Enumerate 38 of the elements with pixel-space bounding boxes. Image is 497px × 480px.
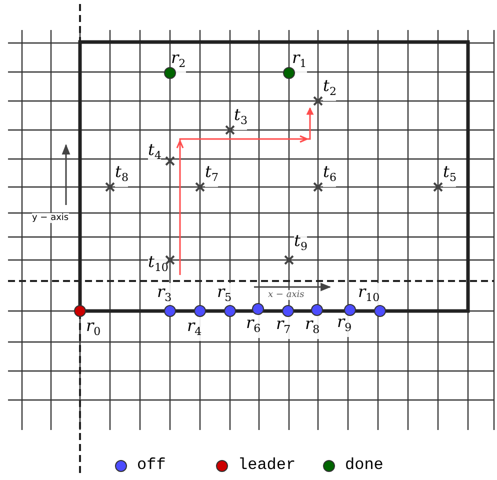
legend-label: leader [238,456,296,474]
task-label: t$_{5}$ [443,163,456,187]
task-label: t$_{2}$ [323,77,336,101]
node-label: t$_{3}$ [234,105,248,127]
axis-label: y − axis [32,213,69,223]
task-label: t$_{6}$ [323,163,336,187]
robot-label: r$_{3}$ [157,283,172,307]
node-label: t$_{4}$ [148,140,162,162]
node-label: r$_{5}$ [217,282,232,304]
node-label: r$_{4}$ [187,316,202,338]
node-label: t$_{8}$ [115,162,128,184]
node-label: t$_{5}$ [443,162,456,184]
robot-label: r$_{9}$ [337,313,352,337]
node-label: r$_{9}$ [337,312,352,334]
robot-label: r$_{6}$ [246,314,261,338]
node-label: r$_{0}$ [86,316,101,338]
node-label: t$_{7}$ [205,162,218,184]
node-label: r$_{3}$ [157,282,172,304]
robot-label: r$_{4}$ [187,317,202,341]
route-arrow [176,107,314,276]
robot-label: r$_{7}$ [276,315,291,339]
node-label: t$_{6}$ [323,162,336,184]
node-label: r$_{7}$ [276,314,291,336]
legend-label: off [137,456,166,474]
task-label: t$_{3}$ [234,106,248,130]
node-label: r$_{6}$ [246,313,261,335]
node-label: t$_{2}$ [323,76,336,98]
legend-label: done [345,456,384,474]
task-label: t$_{8}$ [115,163,128,187]
node-label: r$_{8}$ [305,314,320,336]
node-label: r$_{1}$ [292,48,307,70]
robot-label: r$_{5}$ [217,283,232,307]
node-label: t$_{9}$ [294,231,308,253]
robot-label: r$_{10}$ [358,283,380,307]
task-label: t$_{7}$ [205,163,218,187]
robot-label: r$_{8}$ [305,315,320,339]
axis-label: x − axis [268,290,304,300]
node-label: r$_{2}$ [171,48,186,70]
